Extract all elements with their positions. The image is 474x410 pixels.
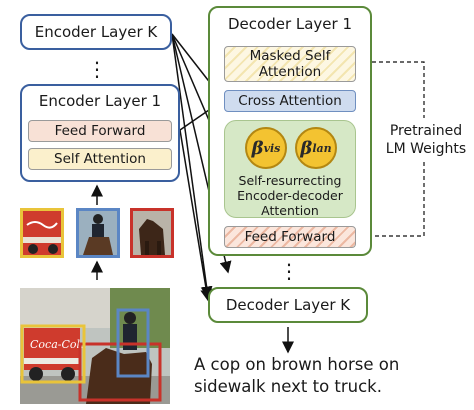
decoder-ellipsis: ⋮ [279,259,299,283]
dashed-line-masked-attention [358,61,425,118]
input-scene-photo: Coca-Cola [20,288,170,404]
pretrained-lm-weights-label: Pretrained LM Weights [380,120,472,160]
truck-bounding-box [20,324,86,384]
encoder-layer-k: Encoder Layer K [20,14,172,50]
generated-caption: A cop on brown horse on sidewalk next to… [194,355,400,396]
thumbnail-horse-picture [133,211,171,255]
masked-self-attention: Masked Self Attention [224,46,356,82]
encoder-self-attention: Self Attention [28,148,172,170]
encoder-layer-1: Encoder Layer 1 Feed Forward Self Attent… [20,84,180,182]
cross-attention: Cross Attention [224,90,356,112]
cop-bounding-box [116,308,150,378]
arrow-enc-1-to-decoder-k [179,129,213,302]
thumbnail-cop-picture [79,211,117,255]
dashed-line-feed-forward [358,162,425,237]
thumbnail-truck [20,208,64,258]
encoder-layer-1-title: Encoder Layer 1 [38,92,162,110]
encoder-layer-k-title: Encoder Layer K [34,23,158,41]
decoder-layer-1-title: Decoder Layer 1 [227,15,353,33]
beta-lan-symbol: β [300,137,313,159]
decoder-feed-forward: Feed Forward [224,226,356,248]
encoder-feed-forward: Feed Forward [28,120,172,142]
thumbnail-cop [76,208,120,258]
arrow-enc-k-to-decoder-k [171,33,213,299]
beta-lan-superscript: lan [312,141,332,155]
decoder-layer-k: Decoder Layer K [208,287,368,323]
self-resurrecting-label: Self-resurrecting Encoder-decoder Attent… [237,172,343,218]
horse-bounding-box [78,342,162,402]
beta-vis-symbol: β [251,137,264,159]
encoder-ellipsis: ⋮ [87,57,107,81]
thumbnail-truck-picture [23,211,61,255]
beta-vis-superscript: vis [263,141,281,155]
decoder-layer-k-title: Decoder Layer K [225,296,351,314]
decoder-layer-1: Decoder Layer 1 Masked Self Attention Cr… [208,6,372,256]
truck-logo-text: Coca-Cola [30,338,87,351]
scene-illustration: Coca-Cola [20,288,170,404]
thumbnail-horse [130,208,174,258]
